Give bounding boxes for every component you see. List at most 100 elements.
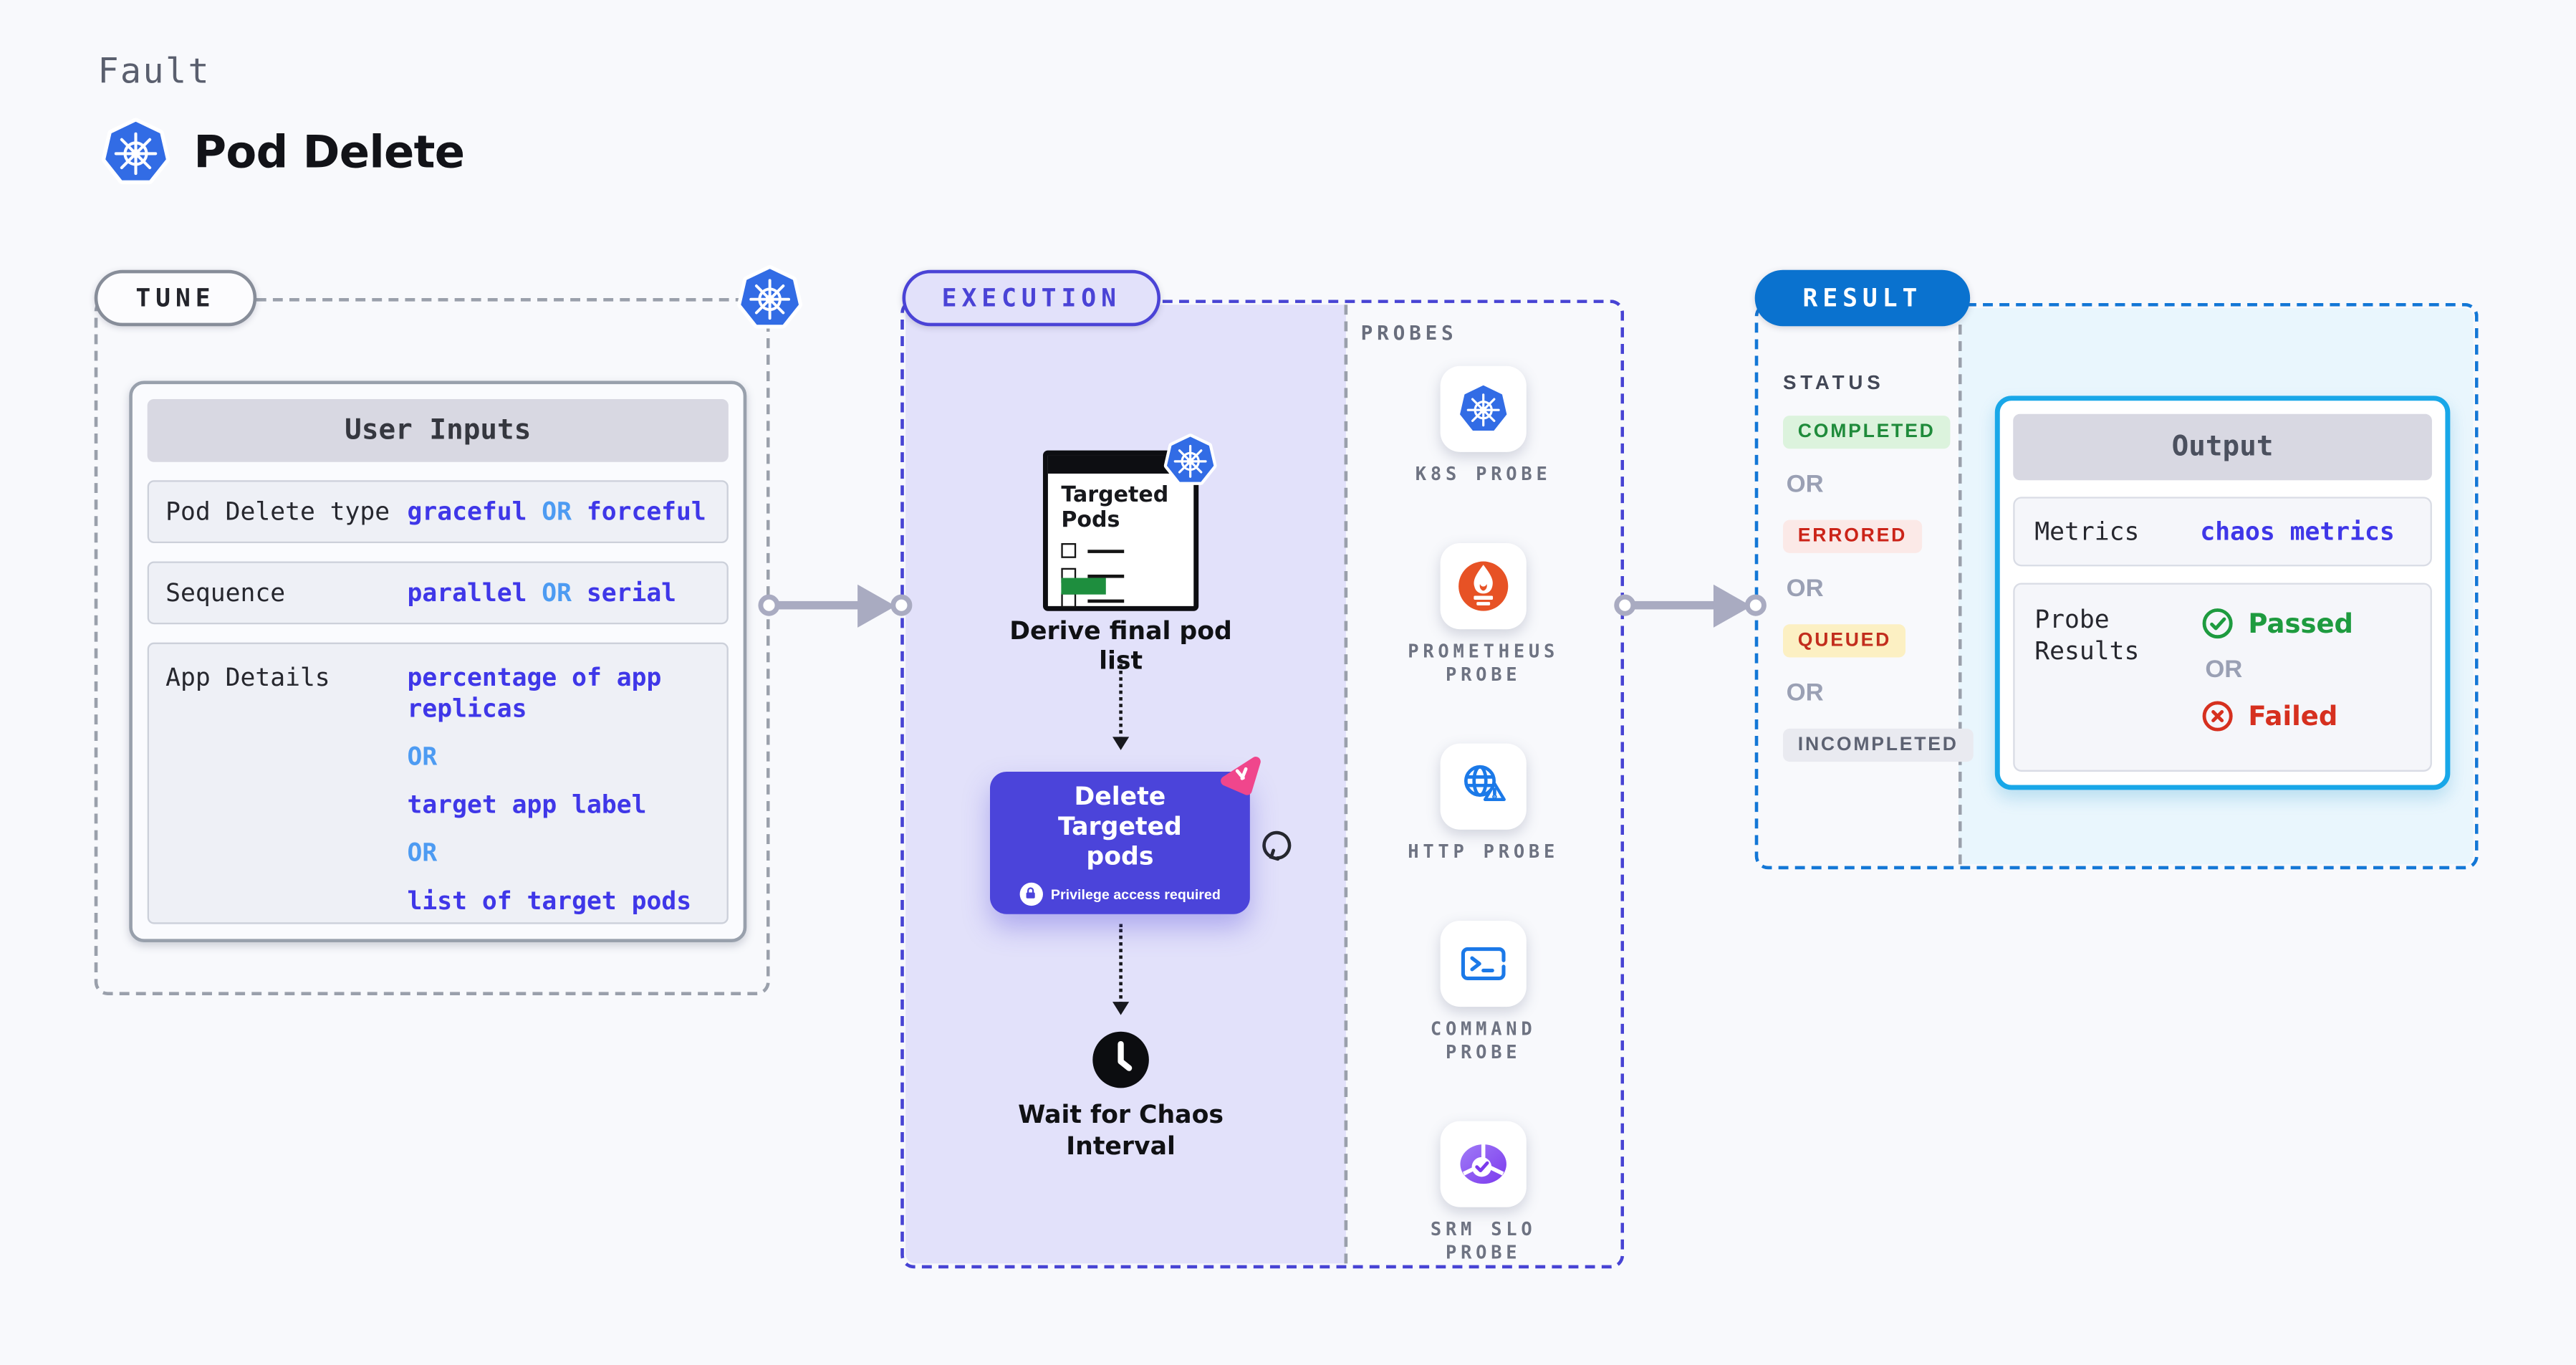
kubernetes-icon	[1162, 431, 1219, 490]
connector-dot	[1744, 594, 1767, 616]
probe-results-label: Probe Results	[2034, 604, 2140, 666]
chaos-icon	[1215, 748, 1264, 798]
delete-step-title: Delete Targeted pods	[1057, 780, 1182, 871]
check-circle-icon	[2202, 608, 2233, 639]
terminal-icon	[1440, 920, 1527, 1007]
metrics-row: Metrics chaos metrics	[2013, 497, 2432, 567]
pods-card-title: Targeted Pods	[1061, 483, 1169, 534]
or-separator: OR	[1786, 679, 1824, 707]
probe-http: HTTP PROBE	[1390, 743, 1576, 865]
status-badge-errored: ERRORED	[1783, 519, 1922, 553]
x-circle-icon	[2202, 701, 2233, 732]
execution-to-result-arrow	[1614, 584, 1767, 628]
delete-targeted-pods-step: Delete Targeted pods Privilege access re…	[990, 771, 1250, 914]
probe-srm: SRM SLO PROBE	[1390, 1121, 1576, 1265]
status-badge-incompleted: INCOMPLETED	[1783, 728, 1974, 762]
probe-label: COMMAND PROBE	[1430, 1018, 1537, 1063]
or-separator: OR	[2205, 656, 2243, 684]
kubernetes-icon	[1440, 365, 1527, 452]
output-title: Output	[2013, 413, 2432, 481]
user-inputs-title: User Inputs	[147, 398, 729, 462]
probe-command: COMMAND PROBE	[1390, 920, 1576, 1065]
or-separator: OR	[407, 838, 438, 868]
wait-for-chaos-interval-label: Wait for Chaos Interval	[1018, 1099, 1224, 1162]
execution-badge: EXECUTION	[902, 269, 1161, 327]
http-globe-icon	[1440, 743, 1527, 830]
probes-list: K8S PROBE PROMETHEUS PROBE HTTP PROBE CO…	[1345, 303, 1623, 1265]
result-badge: RESULT	[1754, 269, 1971, 327]
status-list: COMPLETED OR ERRORED OR QUEUED OR INCOMPLETED	[1783, 416, 1974, 783]
tune-to-execution-arrow	[758, 584, 913, 628]
prometheus-icon	[1440, 543, 1527, 630]
kubernetes-icon	[735, 262, 804, 335]
status-badge-completed: COMPLETED	[1783, 416, 1951, 449]
or-separator: OR	[1786, 470, 1824, 499]
input-value: percentage of app replicas	[407, 662, 662, 724]
tune-section-box	[94, 297, 770, 995]
list-line	[1087, 573, 1125, 578]
arrow-line	[1634, 600, 1717, 610]
metrics-label: Metrics	[2034, 515, 2140, 546]
probe-label: SRM SLO PROBE	[1430, 1218, 1537, 1264]
input-value: serial	[586, 577, 677, 607]
input-row-label: App Details	[165, 662, 330, 693]
kubernetes-icon	[100, 114, 173, 190]
checkbox-icon	[1061, 543, 1077, 558]
input-value: target app label	[407, 790, 647, 820]
checklist-row	[1061, 543, 1193, 558]
or-separator: OR	[407, 742, 438, 772]
privilege-note-text: Privilege access required	[1050, 885, 1221, 902]
passed-line: Passed	[2200, 606, 2353, 641]
or-separator: OR	[1786, 574, 1824, 603]
lock-icon	[1019, 881, 1043, 905]
arrow-line	[778, 600, 861, 610]
input-value: list of target pods	[407, 886, 692, 916]
probe-results-values: Passed OR Failed	[2200, 606, 2353, 750]
input-row-label: Pod Delete type	[165, 496, 390, 526]
flow-arrow-down	[1112, 924, 1130, 1015]
status-badge-queued: QUEUED	[1783, 624, 1906, 658]
connector-dot	[890, 594, 913, 616]
page-title: Pod Delete	[193, 127, 465, 179]
retry-loop-icon	[1258, 826, 1296, 864]
probe-prometheus: PROMETHEUS PROBE	[1390, 543, 1576, 687]
privilege-note: Privilege access required	[1019, 881, 1221, 905]
input-value: parallel	[407, 577, 527, 607]
input-value: graceful	[407, 496, 527, 526]
list-line	[1087, 549, 1125, 552]
metrics-value: chaos metrics	[2200, 517, 2395, 547]
input-row-value: graceful OR forceful	[408, 496, 706, 527]
connector-dot	[758, 594, 780, 616]
status-heading: STATUS	[1783, 370, 1885, 395]
input-row-label: Sequence	[165, 577, 286, 607]
failed-label: Failed	[2248, 700, 2338, 732]
progress-bar	[1061, 578, 1106, 595]
clock-icon	[1091, 1030, 1150, 1089]
fault-kicker: Fault	[97, 51, 211, 92]
probes-heading: PROBES	[1360, 321, 1458, 345]
derive-final-pod-list-label: Derive final pod list	[1009, 616, 1232, 676]
probe-label: K8S PROBE	[1415, 464, 1552, 486]
probe-label: PROMETHEUS PROBE	[1408, 641, 1559, 686]
tune-badge: TUNE	[94, 269, 257, 327]
flow-arrow-down	[1112, 658, 1130, 750]
checklist-row	[1061, 593, 1193, 608]
probe-k8s: K8S PROBE	[1390, 365, 1576, 487]
failed-line: Failed	[2200, 699, 2353, 734]
input-value: forceful	[586, 496, 706, 526]
probe-label: HTTP PROBE	[1408, 841, 1559, 863]
passed-label: Passed	[2248, 608, 2354, 640]
list-line	[1087, 598, 1125, 603]
execution-probes-divider	[1344, 305, 1348, 1264]
or-separator: OR	[542, 496, 572, 526]
input-row: Pod Delete type graceful OR forceful	[147, 480, 729, 544]
arrow-head	[857, 584, 896, 628]
srm-slo-icon	[1440, 1121, 1527, 1207]
checkbox-icon	[1061, 593, 1077, 608]
